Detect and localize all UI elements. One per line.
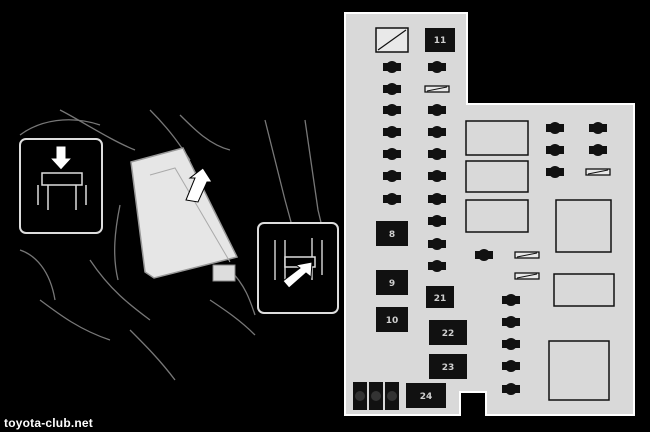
inset-clip-release: [257, 222, 339, 314]
fuse-label: 23: [442, 363, 455, 373]
fuse-label: 9: [389, 279, 395, 289]
fuse-label: 10: [386, 316, 399, 326]
inset-clip-press: [19, 138, 103, 234]
press-down-arrow-icon: [48, 145, 74, 171]
fuse-label: 21: [434, 294, 447, 304]
release-arrow-icon: [282, 261, 313, 289]
watermark: toyota-club.net: [4, 416, 93, 430]
fuse-label: 11: [434, 36, 447, 46]
fuse-label: 24: [420, 392, 433, 402]
fuse-label: 8: [389, 230, 395, 240]
fuse-box-cover: [130, 147, 239, 282]
fuse-panel: 11 8 9 10 21 22 23 24: [344, 12, 635, 416]
lift-arrow-icon: [185, 167, 213, 203]
fuse-label: 22: [442, 329, 455, 339]
